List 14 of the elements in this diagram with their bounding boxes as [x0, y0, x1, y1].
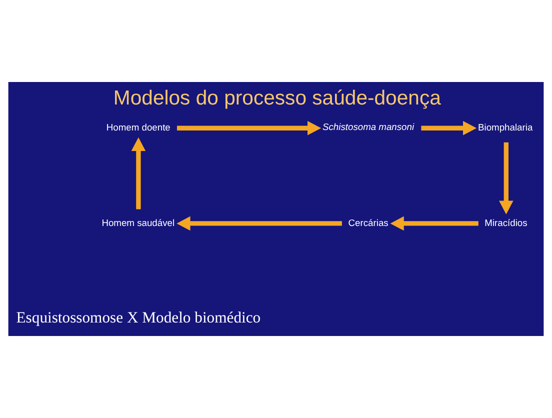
arrow — [421, 120, 477, 136]
node-text: Miracídios — [484, 218, 528, 228]
arrow — [499, 142, 514, 214]
node-text: Homem doente — [106, 122, 170, 133]
node-text: Biomphalaria — [478, 122, 533, 133]
arrow — [390, 216, 478, 231]
node-text: Homem saudável — [102, 218, 175, 228]
node-text: Cercárias — [348, 218, 388, 228]
label: Esquistossomose X Modelo biomédico — [16, 310, 261, 327]
arrow — [131, 137, 146, 210]
diagram-title: Modelos do processo saúde-doença — [113, 88, 441, 110]
arrow — [176, 120, 322, 136]
node-text: Schistosoma mansoni — [322, 122, 414, 132]
arrow — [176, 216, 342, 231]
